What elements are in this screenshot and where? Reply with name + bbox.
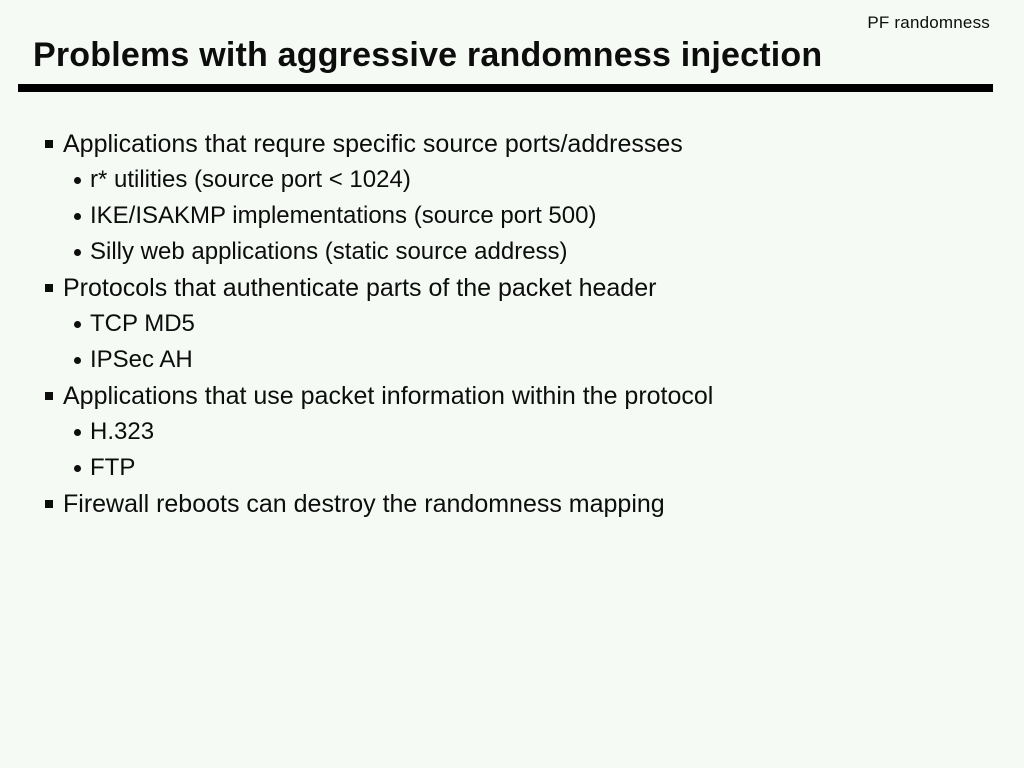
sub-bullet-item: Silly web applications (static source ad… (0, 234, 1024, 270)
sub-bullet-text: r* utilities (source port < 1024) (90, 166, 411, 193)
bullet-text: Protocols that authenticate parts of the… (63, 273, 657, 302)
sub-bullet-item: TCP MD5 (0, 306, 1024, 342)
sub-bullet-item: r* utilities (source port < 1024) (0, 162, 1024, 198)
sub-bullet-text: H.323 (90, 418, 155, 445)
sub-bullet-item: IPSec AH (0, 342, 1024, 378)
bullet-text: Applications that use packet information… (63, 381, 714, 410)
round-bullet-icon (74, 248, 81, 256)
bullet-item: Applications that requre specific source… (0, 126, 1024, 162)
sub-bullet-text: Silly web applications (static source ad… (90, 238, 568, 265)
round-bullet-icon (74, 464, 81, 472)
sub-bullet-item: FTP (0, 450, 1024, 486)
round-bullet-icon (74, 428, 81, 436)
square-bullet-icon (45, 284, 53, 292)
bullet-item: Applications that use packet information… (0, 378, 1024, 414)
page-title: Problems with aggressive randomness inje… (33, 36, 823, 74)
title-underline-rule (18, 84, 993, 92)
round-bullet-icon (74, 356, 81, 364)
round-bullet-icon (74, 320, 81, 328)
sub-bullet-text: FTP (90, 454, 136, 481)
round-bullet-icon (74, 212, 81, 220)
bullet-item: Protocols that authenticate parts of the… (0, 270, 1024, 306)
square-bullet-icon (45, 140, 53, 148)
sub-bullet-text: IPSec AH (90, 346, 193, 373)
bullet-item: Firewall reboots can destroy the randomn… (0, 486, 1024, 522)
bullet-list: Applications that requre specific source… (0, 126, 1024, 522)
sub-bullet-text: IKE/ISAKMP implementations (source port … (90, 202, 597, 229)
sub-bullet-item: H.323 (0, 414, 1024, 450)
square-bullet-icon (45, 500, 53, 508)
bullet-text: Applications that requre specific source… (63, 129, 683, 158)
sub-bullet-item: IKE/ISAKMP implementations (source port … (0, 198, 1024, 234)
bullet-text: Firewall reboots can destroy the randomn… (63, 489, 665, 518)
slide-corner-tag: PF randomness (867, 13, 990, 32)
sub-bullet-text: TCP MD5 (90, 310, 195, 337)
round-bullet-icon (74, 176, 81, 184)
square-bullet-icon (45, 392, 53, 400)
